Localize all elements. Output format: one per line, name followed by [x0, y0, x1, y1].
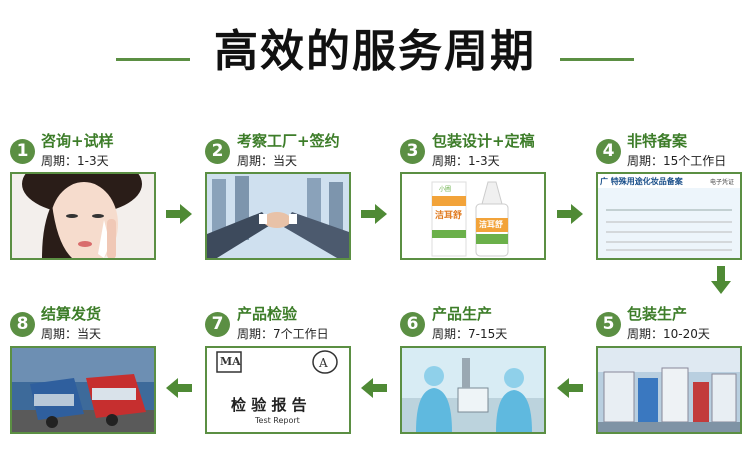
- step-6-title: 产品生产: [432, 305, 493, 323]
- step-4-image: 广 特殊用途化妆品备案 电子凭证: [596, 172, 742, 260]
- title-line-left: [116, 58, 190, 61]
- step-2-number: 2: [205, 139, 230, 164]
- step-8-period: 周期：当天: [41, 327, 102, 341]
- step-8-title: 结算发货: [41, 305, 102, 323]
- step-2-title: 考察工厂+签约: [237, 132, 340, 150]
- step-7-period: 周期：7个工作日: [237, 327, 329, 341]
- svg-text:A: A: [318, 356, 328, 370]
- step-3-image: 小圃 洁耳舒 洁耳舒: [400, 172, 546, 260]
- step-4-number: 4: [596, 139, 621, 164]
- step-7-image: A MA 检 验 报 告 Test Report: [205, 346, 351, 434]
- product-brand: 小圃: [439, 186, 452, 193]
- step-4-period: 周期：15个工作日: [627, 154, 727, 168]
- step-8-image: [10, 346, 156, 434]
- certificate-header: 广 特殊用途化妆品备案: [600, 177, 683, 186]
- product-name: 洁耳舒: [435, 211, 463, 221]
- step-6-period: 周期：7-15天: [432, 327, 508, 341]
- report-mark-ma: MA: [220, 355, 241, 368]
- report-subtitle: Test Report: [255, 416, 300, 425]
- step-8-number: 8: [10, 312, 35, 337]
- step-1-image: [10, 172, 156, 260]
- step-6-image: [400, 346, 546, 434]
- arrow-right-3-to-4: [557, 204, 583, 224]
- step-3-title: 包装设计+定稿: [432, 132, 535, 150]
- certificate-note: 电子凭证: [710, 179, 735, 186]
- step-5-number: 5: [596, 312, 621, 337]
- step-7-title: 产品检验: [237, 305, 298, 323]
- report-title: 检 验 报 告: [231, 396, 307, 414]
- step-5-image: [596, 346, 742, 434]
- page-title: 高效的服务周期: [214, 26, 536, 77]
- title-line-right: [560, 58, 634, 61]
- step-5-title: 包装生产: [627, 305, 688, 323]
- step-2-image: [205, 172, 351, 260]
- arrow-left-5-to-6: [557, 378, 583, 398]
- bottle-product-name: 洁耳舒: [479, 220, 503, 229]
- step-4-title: 非特备案: [627, 132, 688, 150]
- step-3-number: 3: [400, 139, 425, 164]
- step-1-number: 1: [10, 139, 35, 164]
- arrow-left-7-to-8: [166, 378, 192, 398]
- step-3-period: 周期：1-3天: [432, 154, 500, 168]
- step-5-period: 周期：10-20天: [627, 327, 710, 341]
- step-2-period: 周期：当天: [237, 154, 298, 168]
- step-1-period: 周期：1-3天: [41, 154, 109, 168]
- arrow-left-6-to-7: [361, 378, 387, 398]
- step-6-number: 6: [400, 312, 425, 337]
- arrow-down-4-to-5: [711, 266, 731, 294]
- arrow-right-1-to-2: [166, 204, 192, 224]
- arrow-right-2-to-3: [361, 204, 387, 224]
- step-7-number: 7: [205, 312, 230, 337]
- step-1-title: 咨询+试样: [41, 132, 114, 150]
